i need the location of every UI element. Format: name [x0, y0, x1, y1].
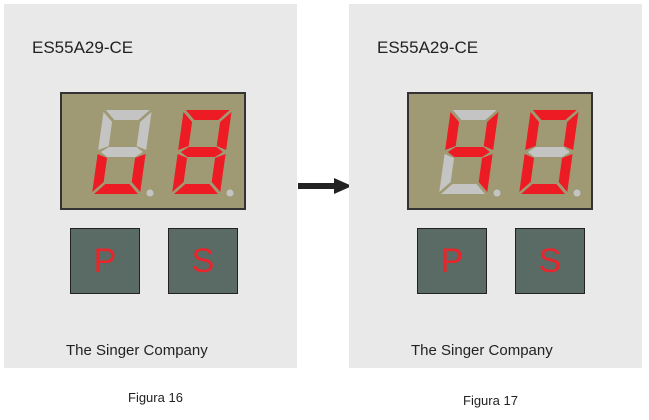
- segment-a: [532, 110, 577, 120]
- company-label: The Singer Company: [411, 342, 553, 359]
- segment-d: [94, 184, 138, 194]
- segment-e: [172, 154, 188, 192]
- segment-f: [178, 112, 193, 150]
- s-button[interactable]: S: [168, 228, 238, 294]
- figure-17-panel: ES55A29-CE P S The Singer Company: [349, 4, 642, 368]
- segment-f: [525, 112, 540, 150]
- segment-c: [131, 154, 146, 192]
- segment-g: [447, 147, 490, 157]
- segment-g: [527, 147, 570, 157]
- seven-segment-display: [407, 92, 593, 210]
- figure-16-panel: ES55A29-CE P S The Singer Company: [4, 4, 297, 368]
- figure-17-caption: Figura 17: [463, 393, 518, 408]
- arrow-icon: [298, 178, 352, 194]
- segment-c: [211, 154, 226, 192]
- segment-e: [92, 154, 108, 192]
- segment-d: [174, 184, 218, 194]
- decimal-point: [493, 189, 501, 197]
- segment-e: [439, 154, 455, 192]
- digit-1: [439, 110, 501, 197]
- segment-a: [105, 110, 150, 120]
- s-button[interactable]: S: [515, 228, 585, 294]
- decimal-point: [146, 189, 154, 197]
- digit-2: [519, 110, 581, 197]
- decimal-point: [226, 189, 234, 197]
- segment-d: [441, 184, 485, 194]
- segment-b: [483, 112, 499, 150]
- segment-f: [98, 112, 113, 150]
- segment-b: [136, 112, 152, 150]
- company-label: The Singer Company: [66, 342, 208, 359]
- segment-e: [519, 154, 535, 192]
- segment-a: [185, 110, 230, 120]
- figure-16-caption: Figura 16: [128, 390, 183, 405]
- model-label: ES55A29-CE: [32, 38, 134, 57]
- segment-g: [180, 147, 223, 157]
- digit-1: [92, 110, 154, 197]
- p-button[interactable]: P: [70, 228, 140, 294]
- seven-segment-display: [60, 92, 246, 210]
- segment-b: [216, 112, 232, 150]
- segment-c: [558, 154, 573, 192]
- segment-c: [478, 154, 493, 192]
- segment-a: [452, 110, 497, 120]
- segment-d: [521, 184, 565, 194]
- model-label: ES55A29-CE: [377, 38, 479, 57]
- decimal-point: [573, 189, 581, 197]
- segment-g: [100, 147, 143, 157]
- segment-f: [445, 112, 460, 150]
- digit-2: [172, 110, 234, 197]
- segment-b: [563, 112, 579, 150]
- p-button[interactable]: P: [417, 228, 487, 294]
